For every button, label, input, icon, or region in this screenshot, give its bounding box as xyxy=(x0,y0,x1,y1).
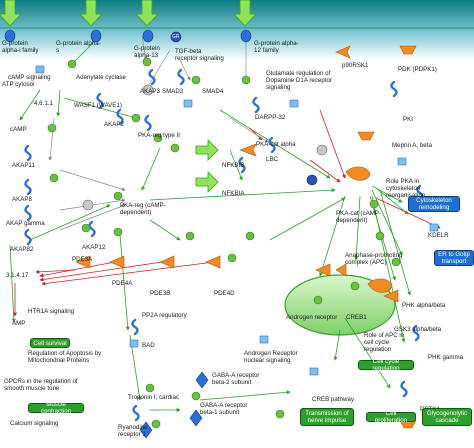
node-creb1[interactable]: CREB1 xyxy=(346,314,367,321)
node-androgen-signaling[interactable]: Androgen Receptor nuclear signaling xyxy=(244,350,298,364)
node-smad3[interactable]: SMAD3 xyxy=(162,88,184,95)
process-proliferation[interactable]: Cell proliferation xyxy=(366,410,416,424)
node-htr1a[interactable]: HTR1A signaling xyxy=(28,308,75,315)
node-apc[interactable]: Anaphase-promoting complex (APC) xyxy=(345,252,403,266)
node-pde3a[interactable]: PDE3A xyxy=(72,256,93,263)
process-glycogen[interactable]: Glycogenolytic cascade xyxy=(422,408,472,426)
node-smad4[interactable]: SMAD4 xyxy=(202,88,224,95)
node-pki[interactable]: PKI xyxy=(403,116,413,123)
node-ec31417[interactable]: 3.1.4.17 xyxy=(6,272,29,279)
process-cell-cycle[interactable]: Cell cycle regulation xyxy=(358,358,414,372)
gr-marker-mid: GR xyxy=(318,178,326,184)
marker-circles xyxy=(47,31,401,429)
nucleus-oval xyxy=(284,274,396,336)
node-akap12[interactable]: AKAP12 xyxy=(82,244,106,251)
node-atp[interactable]: ATP cytosol xyxy=(2,81,35,88)
gr-marker-top: GR xyxy=(172,34,180,40)
node-nfkbib[interactable]: NFKBIB xyxy=(222,162,245,169)
inhibition-edges xyxy=(13,109,441,317)
node-akap-gamma[interactable]: AKAP gamma xyxy=(6,220,45,227)
node-wasf1[interactable]: WASF1 (WAVE1) xyxy=(74,102,122,109)
node-meprin[interactable]: Meprin A, beta xyxy=(392,142,432,149)
node-pka-reg-ii[interactable]: PKA-reg type II xyxy=(138,132,180,139)
process-nerve[interactable]: Transmission of nerve impulse xyxy=(300,408,354,426)
node-gpcrs[interactable]: GPCRs in the regulation of smooth muscle… xyxy=(4,378,78,392)
node-phk-alpha[interactable]: PHK alpha/beta xyxy=(402,302,446,309)
node-pka-cat-alpha[interactable]: PKA-cat alpha xyxy=(256,141,296,148)
node-gaba2[interactable]: GABA-A receptor beta-2 subunit xyxy=(212,372,260,386)
node-p90rsk1[interactable]: p90RSK1 xyxy=(342,62,369,69)
node-gsk3[interactable]: GSK3 alpha/beta xyxy=(394,326,442,333)
node-darpp[interactable]: DARPP-32 xyxy=(255,114,286,121)
protein-icons xyxy=(24,68,424,422)
node-akap3[interactable]: AKAP3 xyxy=(140,88,160,95)
node-glutamate[interactable]: Glutamate regulation of Dopamine D1A rec… xyxy=(266,70,333,91)
node-pka-reg[interactable]: PKA-reg (cAMP-dependent) xyxy=(120,202,166,216)
process-cytoskeleton[interactable]: Cytoskeleton remodeling xyxy=(408,196,460,212)
node-ec4611[interactable]: 4.6.1.1 xyxy=(34,100,53,107)
node-g-alpha-13[interactable]: G-protein alpha-13 xyxy=(134,45,160,59)
node-role-pka[interactable]: Role PKA in cytoskeleton reorganisation xyxy=(386,178,426,199)
node-adenylate[interactable]: Adenylate cyclase xyxy=(76,74,126,81)
node-nfkbia[interactable]: NFKBIA xyxy=(222,190,245,197)
node-akap82[interactable]: AKAP82 xyxy=(10,246,34,253)
membrane-band xyxy=(0,0,474,60)
node-bad[interactable]: BAD xyxy=(142,342,155,349)
node-pde4a[interactable]: PDE4A xyxy=(112,280,133,287)
node-g-alpha-s[interactable]: G-protein alpha-s xyxy=(56,40,101,54)
enzyme-icons xyxy=(75,45,417,429)
node-ryanodine[interactable]: Ryanodine receptor 1 xyxy=(118,424,148,438)
membrane-protein-icons xyxy=(4,29,252,43)
square-nodes xyxy=(35,65,439,376)
node-akap11[interactable]: AKAP11 xyxy=(12,162,35,169)
nfkb-arrow-icons xyxy=(195,139,219,193)
node-pde3b[interactable]: PDE3B xyxy=(150,290,171,297)
node-pdk[interactable]: PDK (PDPK1) xyxy=(398,66,437,73)
node-androgen-receptor[interactable]: Androgen receptor xyxy=(286,314,338,321)
node-tgf[interactable]: TGF-beta receptor signaling xyxy=(175,48,224,62)
node-amp[interactable]: AMP xyxy=(12,320,26,327)
node-calcium[interactable]: Calcium signaling xyxy=(10,420,59,427)
node-camp-signaling[interactable]: cAMP signaling xyxy=(8,74,51,81)
node-g-alpha-12[interactable]: G-protein alpha-12 family xyxy=(254,40,299,54)
process-er-golgi[interactable]: ER to Golgi transport xyxy=(434,250,474,266)
process-muscle[interactable]: Muscle contraction xyxy=(28,401,84,415)
node-creb-pathway[interactable]: CREB pathway xyxy=(312,396,354,403)
node-pka-cat[interactable]: PKA-cat (cAMP-dependent) xyxy=(336,210,382,224)
node-reg-apoptosis[interactable]: Regulation of Apoptosis by Mitochondrial… xyxy=(28,350,102,364)
node-lbc[interactable]: LBC xyxy=(266,156,279,163)
node-camp[interactable]: cAMP xyxy=(10,126,27,133)
node-g-alpha-i[interactable]: G-protein alpha-i family xyxy=(2,40,39,54)
receptor-icons xyxy=(139,371,209,439)
input-arrow-icon xyxy=(0,0,257,27)
node-akap2[interactable]: AKAP2 xyxy=(104,121,124,128)
node-akap8[interactable]: AKAP8 xyxy=(12,196,32,203)
node-kdelr[interactable]: KDELR xyxy=(428,232,449,239)
node-pp2a[interactable]: PP2A regulatory xyxy=(142,312,187,319)
node-gaba1[interactable]: GABA-A receptor beta-1 subunit xyxy=(200,402,248,416)
node-pde4d[interactable]: PDE4D xyxy=(214,290,235,297)
node-troponin[interactable]: Troponin I, cardiac xyxy=(128,394,180,401)
node-role-apc[interactable]: Role of APC in cell cycle regulation xyxy=(364,332,405,353)
process-cell-survival[interactable]: Cell survival xyxy=(30,338,70,348)
node-phk-gamma[interactable]: PHK gamma xyxy=(428,354,464,361)
activation-edges xyxy=(9,39,412,412)
